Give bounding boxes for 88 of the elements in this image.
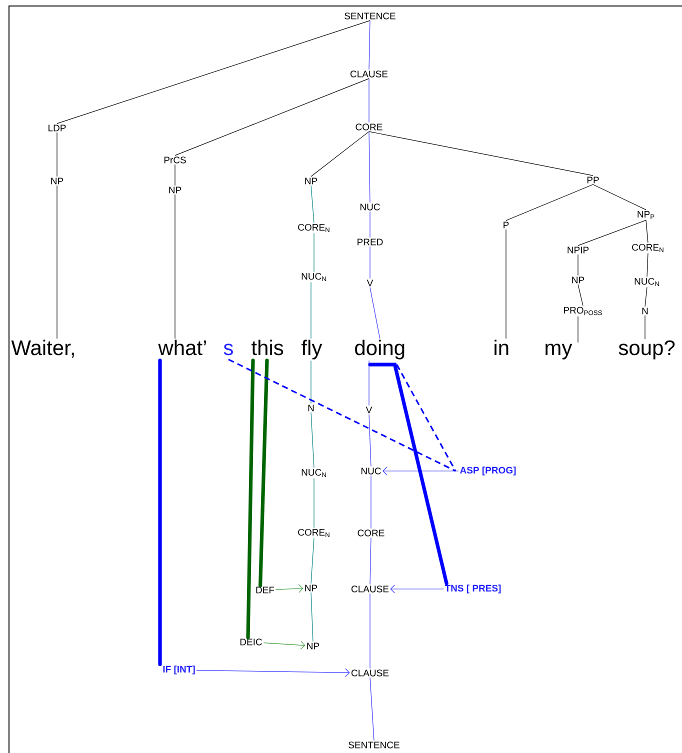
category-label: CORE$_{N}$ bbox=[298, 224, 330, 232]
category-label: CORE$_{N}$ bbox=[632, 244, 664, 252]
tree-line bbox=[310, 185, 314, 224]
category-label: PP bbox=[587, 176, 599, 184]
tree-line bbox=[310, 538, 314, 584]
tree-line bbox=[310, 592, 314, 642]
category-label: SENTENCE bbox=[348, 742, 400, 748]
tree-line bbox=[310, 282, 312, 339]
tree-line bbox=[174, 164, 176, 186]
arrow bbox=[275, 584, 304, 593]
sentence-word: what’ bbox=[158, 340, 206, 356]
sentence-word: soup? bbox=[618, 340, 675, 360]
category-label: CLAUSE bbox=[351, 670, 389, 676]
category-label: NUC$_{N}$ bbox=[634, 278, 659, 286]
category-label: NP bbox=[51, 178, 64, 184]
sentence-word: my bbox=[546, 344, 572, 360]
tree-line bbox=[310, 412, 314, 468]
tree-line bbox=[646, 252, 648, 278]
category-label: NP bbox=[572, 276, 584, 284]
tree-line bbox=[368, 360, 370, 406]
operator-label: IF [INT] bbox=[163, 666, 195, 674]
tree-line bbox=[644, 286, 648, 307]
category-label: PrCS bbox=[164, 156, 186, 164]
tree-line bbox=[368, 131, 594, 176]
category-label: N bbox=[308, 404, 314, 412]
tree-line bbox=[368, 78, 370, 123]
category-label: PRED bbox=[358, 238, 383, 246]
tree-line bbox=[646, 220, 648, 244]
tree-line bbox=[592, 184, 646, 210]
tree-line bbox=[368, 20, 370, 70]
category-label: CLAUSE bbox=[351, 586, 389, 592]
category-label: NUC$_{N}$ bbox=[302, 468, 326, 478]
tree-line bbox=[56, 20, 370, 124]
sentence-word: in bbox=[494, 340, 508, 355]
category-label: V bbox=[366, 406, 372, 414]
arrow bbox=[390, 584, 444, 594]
category-label: NUC bbox=[362, 468, 381, 474]
category-label: N bbox=[642, 308, 648, 314]
tree-line bbox=[174, 194, 176, 339]
arrow bbox=[196, 668, 350, 677]
operator-label: ASP [PROG] bbox=[460, 466, 516, 476]
tree-line bbox=[174, 78, 370, 156]
tree-line bbox=[370, 475, 372, 529]
category-label: NP bbox=[305, 178, 318, 184]
category-label: SENTENCE bbox=[344, 12, 396, 20]
tree-line bbox=[370, 677, 374, 741]
category-label: DEIC bbox=[240, 638, 262, 646]
category-label: NUC$_{N}$ bbox=[302, 272, 326, 282]
operator-line bbox=[246, 358, 255, 640]
tree-line bbox=[310, 360, 312, 404]
sentence-word: Waiter, bbox=[11, 340, 74, 358]
sentence-word: this bbox=[252, 340, 284, 356]
category-label: NP bbox=[307, 642, 320, 650]
operator-line bbox=[368, 362, 448, 586]
tree-line bbox=[644, 315, 646, 340]
operator-line bbox=[396, 364, 456, 472]
sentence-word: doing bbox=[355, 340, 404, 360]
category-label: CORE bbox=[358, 530, 384, 536]
tree-line bbox=[368, 414, 372, 467]
category-label: V bbox=[366, 280, 374, 286]
arrow bbox=[382, 466, 459, 476]
tree-line bbox=[310, 131, 370, 177]
sentence-word: fly bbox=[302, 340, 322, 360]
operator-line bbox=[228, 358, 456, 472]
category-label: NP$_{P}$ bbox=[638, 211, 654, 220]
tree-line bbox=[578, 220, 646, 246]
category-label: PRO$_{POSS}$ bbox=[564, 306, 602, 316]
category-label: CORE bbox=[356, 124, 382, 130]
category-label: NPIP bbox=[568, 246, 589, 254]
category-label: CORE$_{N}$ bbox=[298, 528, 330, 538]
tree-line bbox=[370, 287, 380, 339]
tree-line bbox=[56, 132, 58, 177]
category-label: NP bbox=[169, 186, 182, 194]
category-label: CLAUSE bbox=[350, 70, 388, 78]
tree-line bbox=[56, 185, 58, 339]
category-label: P bbox=[504, 222, 509, 228]
tree-line bbox=[368, 131, 370, 203]
operator-line bbox=[258, 358, 269, 588]
category-label: NP bbox=[305, 584, 318, 592]
category-label: LDP bbox=[48, 124, 66, 132]
tree-line bbox=[578, 284, 584, 306]
operator-label: TNS [ PRES] bbox=[444, 584, 501, 594]
category-label: NUC bbox=[360, 204, 380, 210]
arrow bbox=[263, 640, 306, 650]
tree-line bbox=[506, 184, 594, 221]
sentence-word: s bbox=[224, 344, 233, 356]
tree-line bbox=[370, 537, 372, 585]
category-label: DEF bbox=[256, 586, 274, 594]
